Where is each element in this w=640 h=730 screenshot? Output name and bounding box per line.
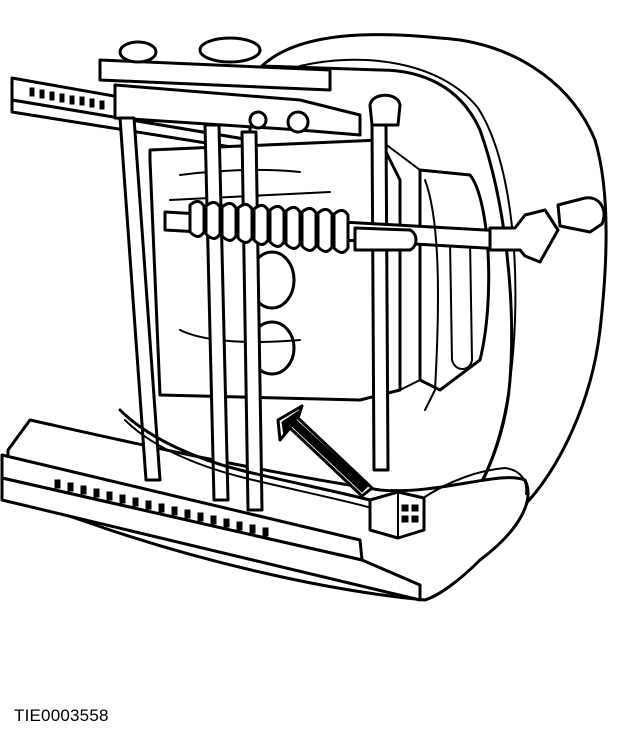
figure-code-label: TIE0003558 xyxy=(14,706,109,725)
bracket-bolt-left xyxy=(248,110,268,130)
wire-harness-lower xyxy=(118,408,372,502)
top-tube-end-left xyxy=(118,40,158,64)
rod-coupler xyxy=(353,226,418,252)
front-rail-lip xyxy=(0,476,422,602)
wire-harness-lower-2 xyxy=(124,419,373,509)
top-cross-tube xyxy=(98,58,332,92)
actuator-knob xyxy=(556,196,606,234)
bellows xyxy=(188,199,350,254)
upper-pivot xyxy=(368,93,402,127)
frame-post-1 xyxy=(118,116,162,482)
wire-harness-right xyxy=(419,467,528,501)
seat-frame-illustration xyxy=(0,33,608,602)
frame-post-4 xyxy=(370,123,390,472)
front-rail-slots xyxy=(54,479,269,537)
wire-harness-side xyxy=(424,179,439,411)
rear-rail-slots xyxy=(29,87,105,110)
side-housing-tube xyxy=(449,239,473,370)
backrest-inner-edge xyxy=(299,58,517,501)
bracket-bolt-mid xyxy=(286,110,310,134)
actuator-lever xyxy=(488,208,560,264)
top-tube-end-mid xyxy=(198,36,262,64)
electrical-connector xyxy=(368,490,426,540)
callout-arrow-fill xyxy=(281,408,369,493)
seat-pan xyxy=(6,418,530,602)
